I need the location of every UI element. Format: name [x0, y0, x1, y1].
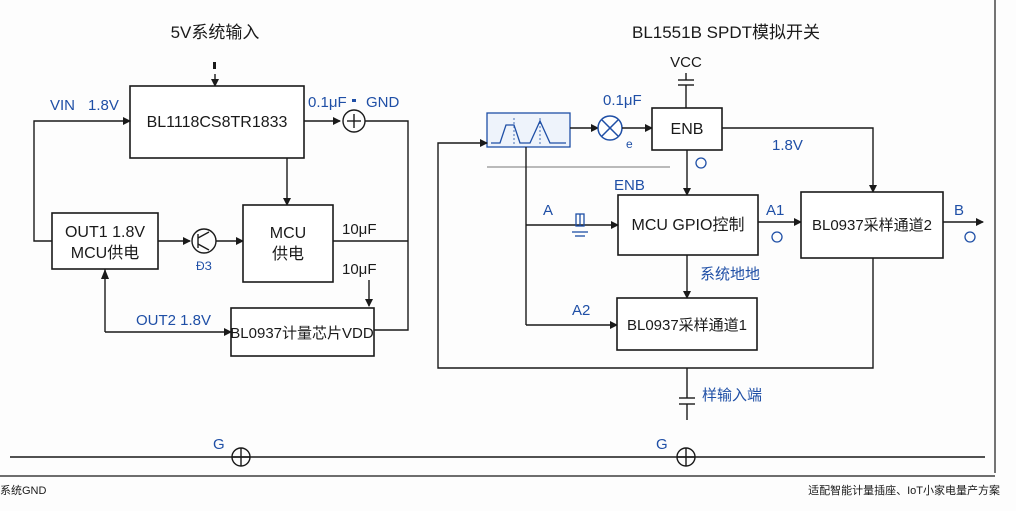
mcu-gpio-label: MCU GPIO控制	[632, 216, 745, 234]
ch2-block	[800, 191, 944, 259]
gnd-return-wire	[365, 120, 409, 331]
mcu-gpio-block	[617, 194, 759, 256]
bl0937-vdd-label: BL0937计量芯片VDD	[230, 325, 374, 342]
vin-voltage: 1.8V	[88, 97, 119, 114]
b-label: B	[954, 202, 964, 219]
cap3-label: 10μF	[342, 261, 377, 278]
sample-input-label: 样输入端	[702, 387, 762, 404]
vcc-label: VCC	[670, 54, 702, 71]
ch2-label: BL0937采样通道2	[812, 217, 932, 234]
bl0937-vdd-block	[230, 307, 375, 357]
a-label: A	[543, 202, 553, 219]
vin-label: VIN	[50, 97, 75, 114]
outer-loop-wire	[437, 139, 874, 369]
waveform-block	[486, 112, 571, 148]
a1-label: A1	[766, 202, 784, 219]
mcu-block	[242, 204, 334, 283]
cap2-label: 10μF	[342, 221, 377, 238]
sys-gnd-label: 系统地地	[700, 266, 760, 283]
ldo-label: BL1118CS8TR1833	[147, 114, 288, 131]
mcu-line1: MCU	[270, 225, 306, 242]
v18-label: 1.8V	[772, 137, 803, 154]
b-status-icon	[964, 231, 976, 243]
a1-status-icon	[771, 231, 783, 243]
ground-right-label: G	[656, 436, 668, 453]
cap1-label: 0.1μF	[308, 94, 347, 111]
out1-line2: MCU供电	[71, 244, 139, 262]
ldo-block	[129, 85, 305, 159]
enb-to-ch2-wire	[722, 127, 877, 193]
ch1-label: BL0937采样通道1	[627, 317, 747, 334]
out1-block	[51, 212, 159, 270]
a2-label: A2	[572, 302, 590, 319]
left-title: 5V系统输入	[171, 23, 260, 42]
status-icon	[695, 157, 707, 169]
footer-left: 系统GND	[0, 484, 46, 497]
a-cap-icon	[575, 213, 585, 227]
right-cap-label: 0.1μF	[603, 92, 642, 109]
ground-left-label: G	[213, 436, 225, 453]
input-pin-mark	[213, 62, 216, 69]
transistor-tag: ĐЗ	[196, 259, 212, 273]
out1-line1: OUT1 1.8V	[65, 224, 145, 241]
gnd-label: GND	[366, 94, 400, 111]
right-title: BL1551B SPDT模拟开关	[632, 23, 820, 42]
ch1-block	[616, 297, 758, 351]
footer-right: 适配智能计量插座、IoT小家电量产方案	[808, 483, 1000, 497]
waveform-icon	[491, 119, 566, 144]
enb-label: ENB	[614, 177, 645, 194]
cap1-mark	[352, 99, 356, 102]
mcu-line2: 供电	[272, 245, 304, 263]
enb-block-label: ENB	[671, 121, 704, 138]
enb-block	[651, 107, 723, 151]
transistor-icon	[191, 228, 217, 254]
mixer-tag: e	[626, 137, 633, 151]
out2-label: OUT2 1.8V	[136, 312, 211, 329]
